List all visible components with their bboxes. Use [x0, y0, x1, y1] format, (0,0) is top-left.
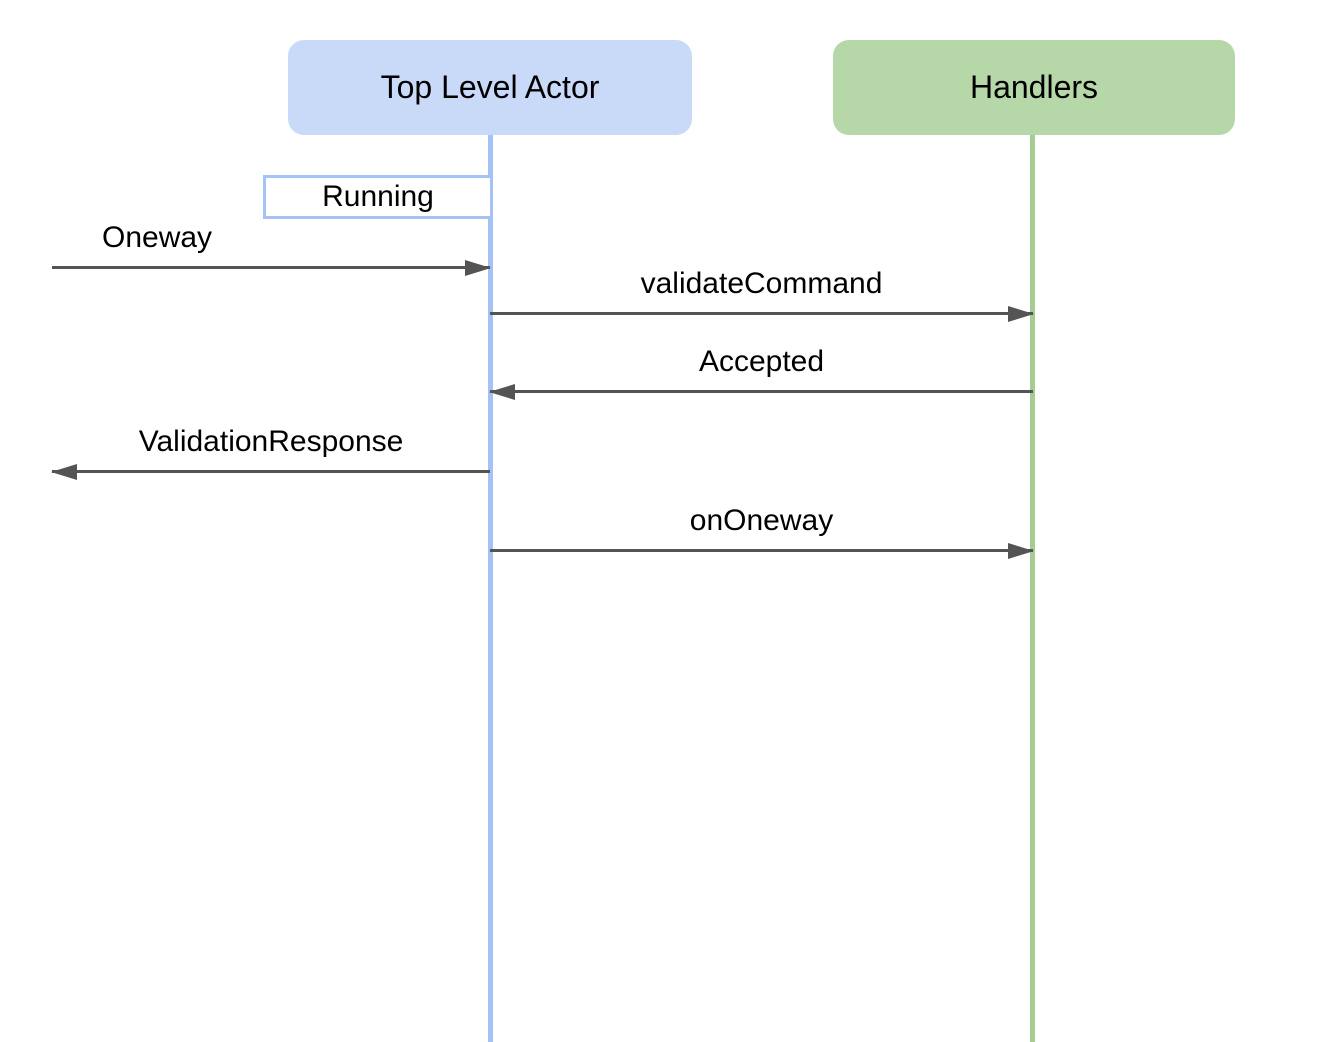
actor-box-handlers: Handlers [833, 40, 1235, 135]
message-line [490, 390, 1033, 393]
message-line [490, 549, 1033, 552]
lifeline-handlers [1030, 135, 1035, 1042]
actor-label-top-level-actor: Top Level Actor [380, 69, 600, 105]
message-on-oneway: onOneway [490, 500, 1034, 559]
message-oneway: Oneway [52, 217, 491, 276]
arrowhead-right-icon [465, 260, 491, 276]
message-validation-response: ValidationResponse [51, 421, 490, 480]
message-label-oneway: Oneway [102, 221, 213, 254]
message-line [52, 266, 490, 269]
lifeline-top-level-actor [488, 135, 493, 1042]
actor-label-handlers: Handlers [969, 69, 1099, 105]
message-line [52, 470, 490, 473]
message-label-on-oneway: onOneway [689, 504, 834, 537]
actor-box-top-level-actor: Top Level Actor [288, 40, 692, 135]
state-box-label: Running [322, 180, 434, 213]
message-accepted: Accepted [489, 341, 1033, 400]
message-label-accepted: Accepted [698, 345, 825, 378]
message-label-validate-command: validateCommand [640, 267, 883, 300]
arrowhead-right-icon [1008, 306, 1034, 322]
arrowhead-left-icon [51, 464, 77, 480]
message-label-validation-response: ValidationResponse [138, 425, 404, 458]
message-validate-command: validateCommand [490, 263, 1034, 322]
arrowhead-left-icon [489, 384, 515, 400]
state-box-running: Running [263, 175, 493, 219]
message-line [490, 312, 1033, 315]
arrowhead-right-icon [1008, 543, 1034, 559]
